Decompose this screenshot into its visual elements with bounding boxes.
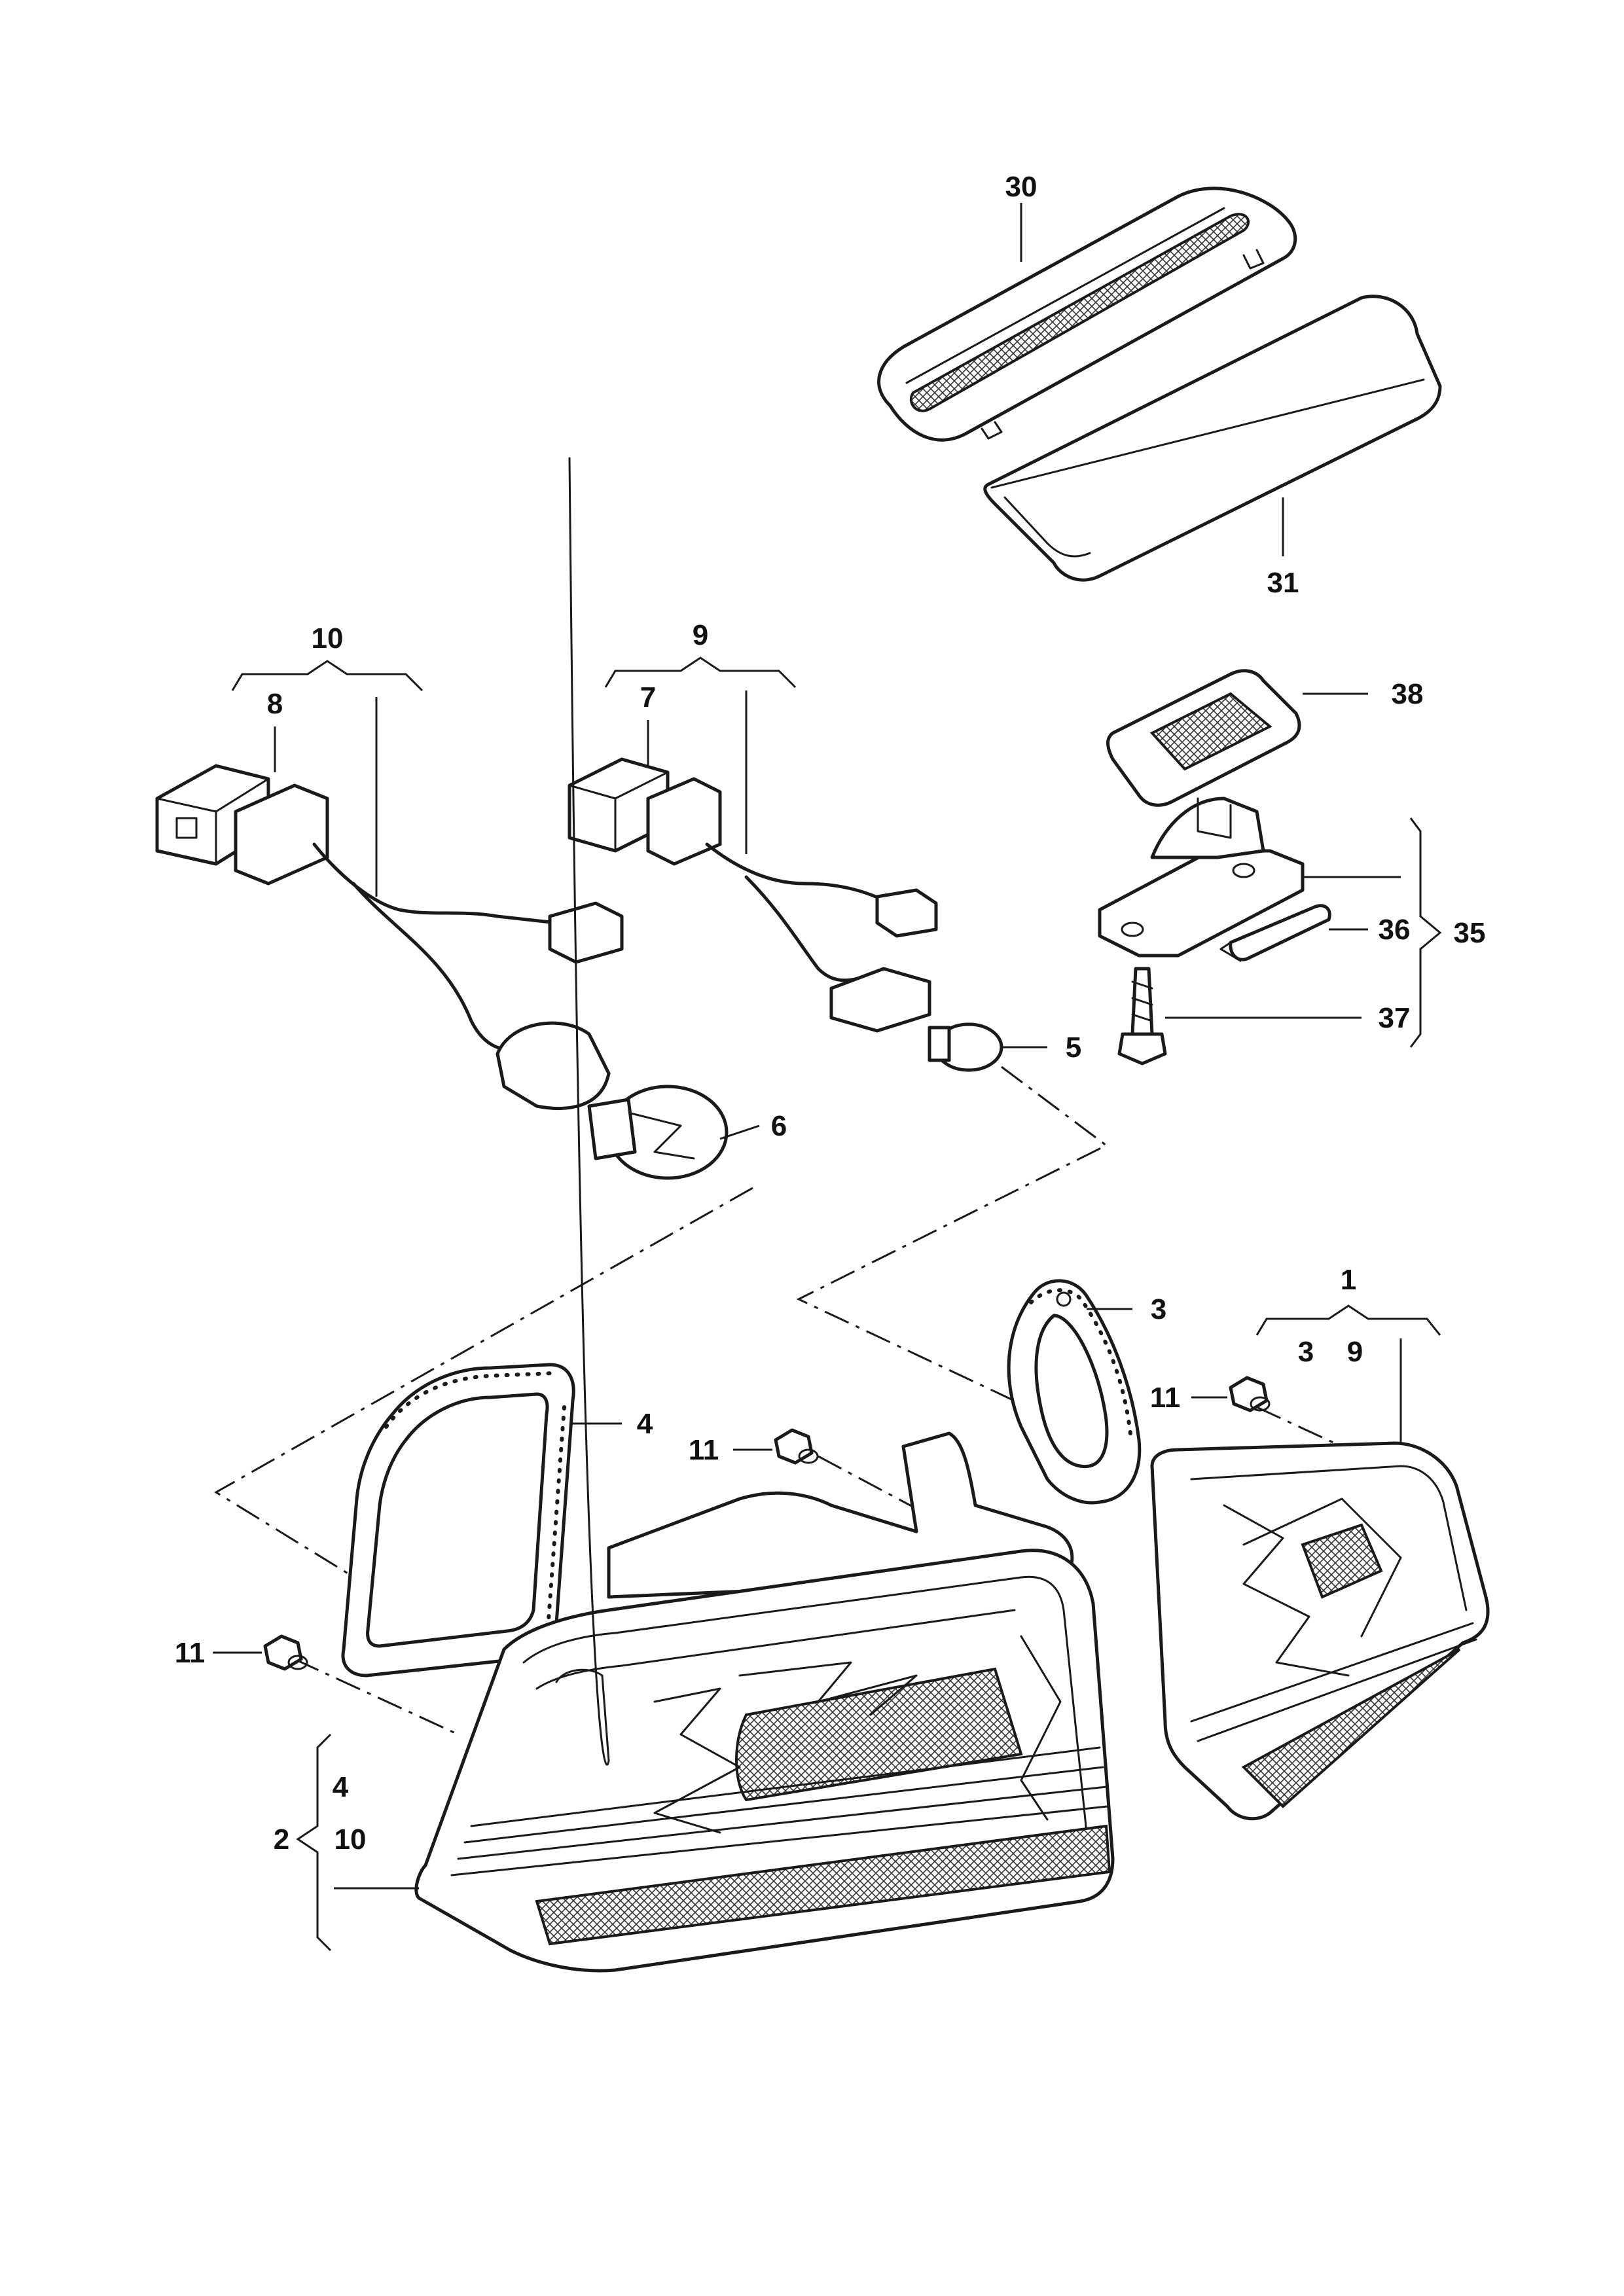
- part-6-socket-and-bulb: [496, 1021, 729, 1180]
- callout-11-left: 11: [175, 1637, 206, 1669]
- part-38-lens: [1106, 669, 1301, 807]
- bracket-1: [1255, 1304, 1441, 1336]
- part-4-gasket: [341, 1363, 575, 1677]
- part-3-gasket: [1007, 1279, 1142, 1505]
- callout-6: 6: [771, 1110, 787, 1142]
- callout-9: 9: [693, 619, 708, 651]
- bracket-2: [296, 1733, 332, 1952]
- bracket-35: [1409, 817, 1442, 1048]
- callout-1: 1: [1341, 1264, 1356, 1296]
- part-11-nut-right: [1229, 1376, 1271, 1412]
- callout-2: 2: [274, 1823, 289, 1856]
- part-31-cover: [983, 295, 1442, 582]
- callout-7: 7: [640, 681, 656, 713]
- callout-2-sub-4: 4: [333, 1771, 349, 1803]
- part-35-lamp-housing: [1098, 797, 1305, 958]
- callout-10: 10: [312, 622, 344, 655]
- callout-5: 5: [1066, 1031, 1081, 1064]
- part-30-high-brake-light: [877, 187, 1297, 442]
- callout-2-sub-10: 10: [334, 1823, 367, 1856]
- callout-8: 8: [267, 688, 283, 720]
- callout-38: 38: [1392, 678, 1424, 710]
- part-8-connector: [155, 764, 329, 886]
- part-37-screw: [1117, 967, 1167, 1066]
- assembly-line-nut-left: [294, 1658, 459, 1736]
- callout-11-right: 11: [1150, 1382, 1181, 1414]
- harness-9-cable: [705, 842, 938, 982]
- callout-3: 3: [1151, 1293, 1166, 1325]
- part-11-nut-left: [263, 1634, 308, 1671]
- assembly-line-nut-mid: [818, 1455, 917, 1510]
- leader-6: [719, 1124, 760, 1140]
- callout-37: 37: [1379, 1002, 1411, 1034]
- bracket-10: [231, 660, 424, 692]
- part-7-connector: [568, 757, 722, 866]
- assembly-line-nut-right: [1256, 1406, 1343, 1448]
- bracket-9: [604, 656, 797, 689]
- part-36-bulb: [1219, 904, 1331, 962]
- callout-30: 30: [1005, 171, 1038, 203]
- callout-1-sub-3: 3: [1298, 1336, 1314, 1368]
- callout-4: 4: [637, 1408, 653, 1440]
- part-2-outer-tail-light: [414, 457, 1115, 1973]
- callout-36: 36: [1379, 914, 1411, 946]
- part-1-inner-tail-light: [1150, 1441, 1490, 1821]
- assembly-line-bulb5: [796, 1066, 1133, 1458]
- callout-1-sub-9: 9: [1347, 1336, 1363, 1368]
- part-11-nut-mid: [774, 1428, 819, 1465]
- callout-35: 35: [1454, 917, 1486, 949]
- callout-31: 31: [1267, 567, 1299, 599]
- part-5-socket-and-bulb: [829, 967, 1003, 1072]
- callout-11-mid: 11: [689, 1434, 719, 1466]
